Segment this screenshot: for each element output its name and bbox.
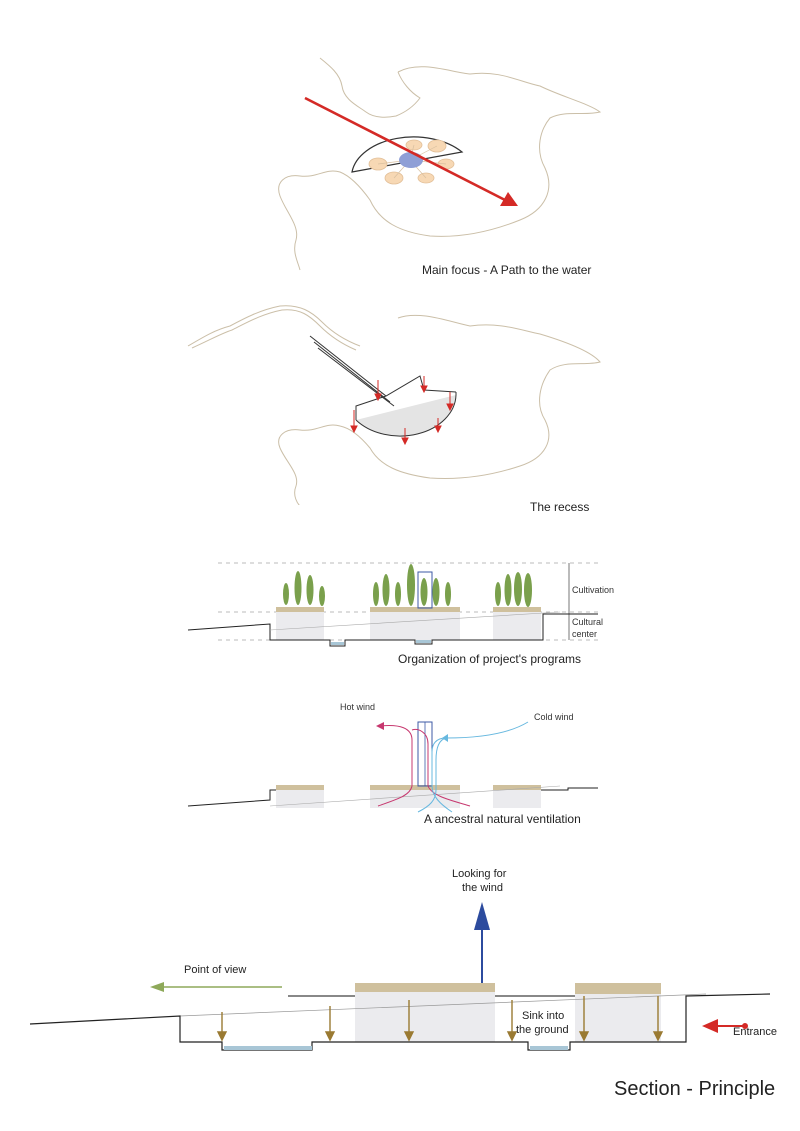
section-diagram: [29, 902, 771, 1051]
wind-up-arrow-icon: [474, 902, 490, 930]
sink-label-line2: the ground: [516, 1024, 569, 1036]
cultivation-trees: [283, 564, 532, 607]
ventilation-caption: A ancestral natural ventilation: [424, 812, 581, 826]
sink-arrows: [350, 376, 454, 446]
programs-diagram: [187, 562, 600, 647]
point-of-view-arrow-icon: [150, 982, 164, 992]
recess-edge: [355, 375, 457, 420]
entrance-label: Entrance: [733, 1026, 778, 1038]
section-title: Section - Principle: [614, 1078, 776, 1100]
programs-caption: Organization of project's programs: [398, 652, 582, 666]
road-access: [187, 305, 361, 347]
ventilation-diagram: [187, 721, 598, 813]
cultural-label-line1: Cultural: [572, 617, 604, 627]
path-arrow-icon: [500, 192, 518, 206]
recess-diagram: [187, 305, 601, 505]
entrance-arrow-icon: [702, 1019, 718, 1033]
coastline-west: [319, 57, 421, 118]
main-focus-caption: Main focus - A Path to the water: [422, 263, 592, 277]
cold-wind-label: Cold wind: [534, 712, 574, 722]
coastline-north-2: [278, 314, 601, 505]
hot-wind-arrow-icon: [376, 722, 384, 730]
central-water: [399, 152, 423, 168]
coastline-north: [278, 66, 602, 271]
cultivation-label: Cultivation: [572, 585, 615, 595]
sink-label-line1: Sink into: [522, 1010, 565, 1022]
hot-wind-path: [377, 725, 413, 807]
looking-for-wind-line1: Looking for: [452, 868, 507, 880]
recess-caption: The recess: [530, 500, 590, 514]
recess-floor: [356, 395, 456, 437]
cold-wind-arrow-icon: [442, 734, 448, 742]
point-of-view-label: Point of view: [184, 964, 247, 976]
hot-wind-label: Hot wind: [340, 702, 376, 712]
cultural-label-line2: center: [572, 629, 598, 639]
cold-wind-path: [431, 721, 529, 813]
looking-for-wind-line2: the wind: [462, 882, 503, 894]
sink-into-ground-arrows: [216, 996, 664, 1042]
main-focus-diagram: [278, 57, 602, 271]
